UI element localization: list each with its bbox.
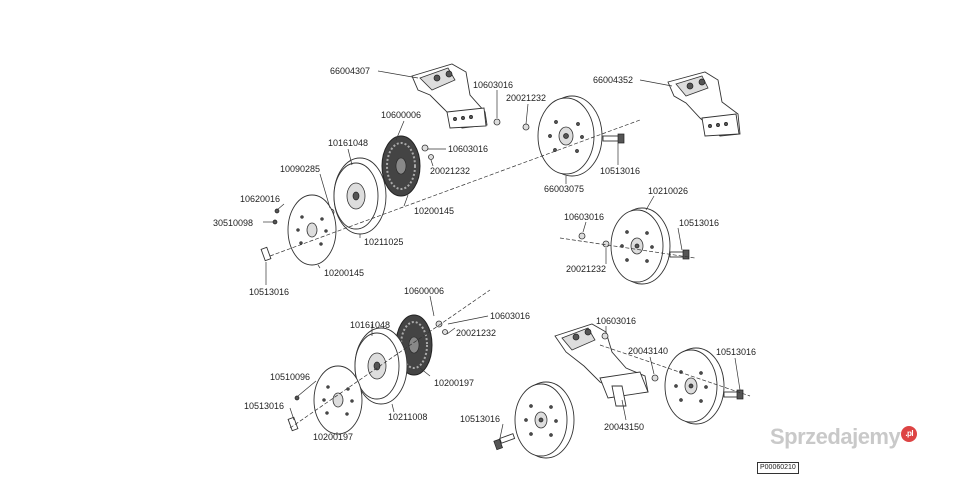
label-10200197-a: 10200197: [434, 378, 474, 388]
label-10513016-c: 10513016: [679, 218, 719, 228]
label-10200145-a: 10200145: [414, 206, 454, 216]
label-10090285: 10090285: [280, 164, 320, 174]
washer-disc-top: [428, 154, 434, 160]
bolt-top: [602, 133, 625, 144]
label-20021232-c: 20021232: [566, 264, 606, 274]
wheel-bottom-right: [664, 347, 725, 425]
wheel-bottom-center: [514, 381, 575, 459]
part-number-labels: 66004307 10603016 20021232 66004352 1060…: [213, 66, 756, 442]
label-10603016-b: 10603016: [448, 144, 488, 154]
label-10200145-b: 10200145: [324, 268, 364, 278]
nut-disc-top: [421, 144, 429, 152]
label-10210026: 10210026: [648, 186, 688, 196]
label-10200197-b: 10200197: [313, 432, 353, 442]
pin-rim-top: [274, 208, 280, 214]
label-20043150: 20043150: [604, 422, 644, 432]
label-10603016-a: 10603016: [473, 80, 513, 90]
wheel-10210026: [610, 207, 671, 285]
label-10513016-b: 10513016: [600, 166, 640, 176]
watermark-text: Sprzedajemy: [770, 424, 901, 449]
toothed-disc-top: [381, 135, 421, 197]
label-10603016-e: 10603016: [596, 316, 636, 326]
pin-rim-bottom: [294, 395, 300, 401]
screw-rim-top: [272, 219, 278, 225]
nut-top: [493, 118, 501, 126]
nut-disc-bottom: [435, 320, 443, 328]
washer-mid: [602, 240, 610, 248]
label-20021232-d: 20021232: [456, 328, 496, 338]
label-10513016-f: 10513016: [460, 414, 500, 424]
washer-disc-bottom: [442, 329, 448, 335]
label-10600006-a: 10600006: [381, 110, 421, 120]
label-66004352: 66004352: [593, 75, 633, 85]
label-10510096: 10510096: [270, 372, 310, 382]
label-20043140: 20043140: [628, 346, 668, 356]
label-10211025: 10211025: [364, 237, 403, 247]
leader-lines: [263, 70, 741, 439]
label-10211008: 10211008: [388, 412, 427, 422]
watermark-logo: Sprzedajemy.pl: [770, 424, 918, 450]
label-66003075: 66003075: [544, 184, 584, 194]
bolt-rim-bottom: [287, 416, 299, 432]
label-66004307: 66004307: [330, 66, 370, 76]
bracket-bottom: [554, 323, 649, 407]
washer-bottom-bracket: [651, 374, 659, 382]
label-10161048-a: 10161048: [328, 138, 368, 148]
watermark-badge: .pl: [901, 425, 918, 442]
bolt-bottom-center: [493, 433, 516, 451]
wheel-66003075: [537, 95, 603, 177]
label-10513016-d: 10513016: [244, 401, 284, 411]
label-10603016-c: 10603016: [564, 212, 604, 222]
label-10620016: 10620016: [240, 194, 280, 204]
nut-bottom-bracket: [601, 332, 609, 340]
bracket-upper-left: [411, 63, 488, 129]
drawing-code: P00060210: [757, 462, 799, 474]
label-30510098: 30510098: [213, 218, 253, 228]
rim-disc-bottom: [313, 365, 363, 435]
nut-mid: [578, 232, 586, 240]
axis-lines: [269, 119, 751, 429]
rim-disc-top: [287, 194, 337, 266]
bolt-bottom-right: [723, 389, 744, 400]
bolt-rim-top: [260, 246, 272, 262]
label-20021232-b: 20021232: [430, 166, 470, 176]
tire-top: [333, 157, 387, 235]
washer-top: [522, 123, 530, 131]
label-10600006-b: 10600006: [404, 286, 444, 296]
tire-bottom: [354, 327, 408, 405]
label-10603016-d: 10603016: [490, 311, 530, 321]
label-10161048-b: 10161048: [350, 320, 390, 330]
label-10513016-e: 10513016: [716, 347, 756, 357]
label-10513016-a: 10513016: [249, 287, 289, 297]
label-20021232-a: 20021232: [506, 93, 546, 103]
bracket-upper-right: [667, 71, 741, 137]
